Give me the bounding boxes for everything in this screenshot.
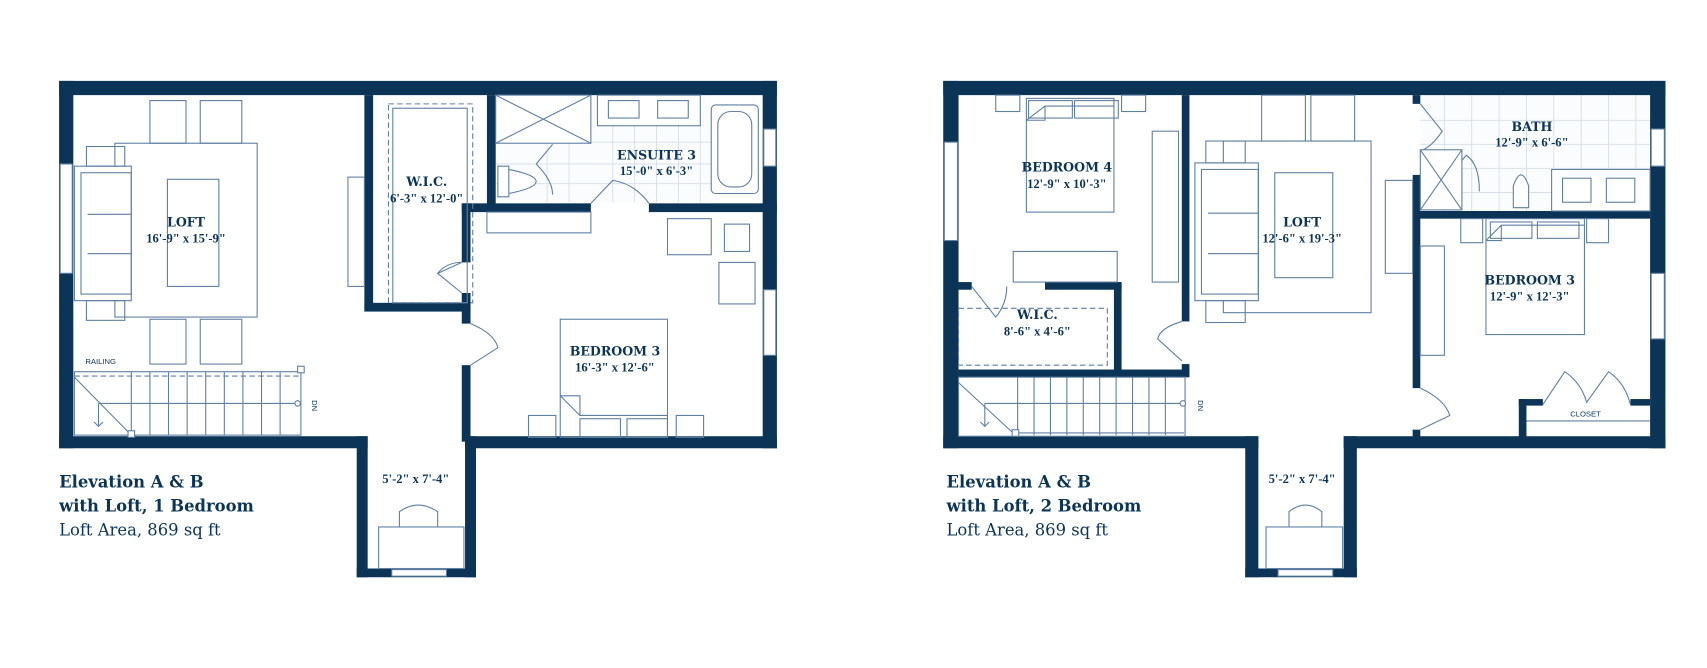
room-dims-bath: 12'-9" x 6'-6" [1495,136,1568,150]
caption-line-1: Elevation A & B [947,473,1091,492]
room-name-bath: BATH [1511,119,1552,134]
walls [59,80,777,578]
room-dims-bedroom4: 12'-9" x 10'-3" [1027,177,1107,191]
room-name-wic: W.I.C. [1016,307,1058,322]
stairs-down-label: DN [310,400,319,411]
plan-1-bedroom: RAILING DN LOFT 16'-9" x 15'-9" W.I.C. 6… [58,80,777,578]
caption-line-3: Loft Area, 869 sq ft [59,521,221,540]
bedroom3-furniture [1419,218,1651,422]
caption-line-2: with Loft, 2 Bedroom [946,497,1142,516]
doors [436,143,650,366]
stairs-down-label: DN [1196,400,1205,411]
room-dims-loft: 12'-6" x 19'-3" [1262,232,1342,246]
doors [971,103,1631,431]
railing-label: RAILING [85,357,116,366]
room-name-loft: LOFT [1283,214,1322,229]
alcove-desk [378,504,465,570]
plan-2-bedroom: DN BEDROOM 4 12'-9" x 10'-3" LOFT 12'-6"… [943,80,1666,578]
room-name-ensuite: ENSUITE 3 [617,148,696,163]
caption-line-1: Elevation A & B [59,473,203,492]
room-dims-bedroom: 16'-3" x 12'-6" [575,361,655,375]
windows [943,128,1665,577]
room-name-bedroom: BEDROOM 3 [570,343,660,358]
room-dims-wic: 6'-3" x 12'-0" [390,191,463,205]
room-dims-loft: 16'-9" x 15'-9" [146,232,226,246]
room-name-loft: LOFT [167,214,206,229]
room-dims-ensuite: 15'-0" x 6'-3" [620,164,693,178]
stairs [73,365,305,438]
caption-line-2: with Loft, 1 Bedroom [58,497,254,516]
wic-closet-rod [957,307,1108,366]
room-dims-alcove: 5'-2" x 7'-4" [382,472,449,486]
room-dims-bedroom3: 12'-9" x 12'-3" [1490,290,1570,304]
room-name-bedroom4: BEDROOM 4 [1022,160,1113,175]
bedroom4-furniture [995,94,1180,283]
loft-furniture [1194,94,1414,324]
ensuite-fixtures [495,94,759,198]
stairs [957,376,1187,437]
closet-label: CLOSET [1570,410,1601,419]
room-name-wic: W.I.C. [405,174,447,189]
room-dims-wic: 8'-6" x 4'-6" [1004,325,1071,339]
windows [59,128,777,577]
room-dims-alcove: 5'-2" x 7'-4" [1269,472,1336,486]
bedroom-furniture [486,211,756,438]
caption-line-3: Loft Area, 869 sq ft [947,521,1109,540]
room-name-bedroom3: BEDROOM 3 [1484,272,1574,287]
bath-fixtures [1419,149,1651,212]
alcove-desk [1265,504,1344,570]
loft-furniture [73,100,365,365]
